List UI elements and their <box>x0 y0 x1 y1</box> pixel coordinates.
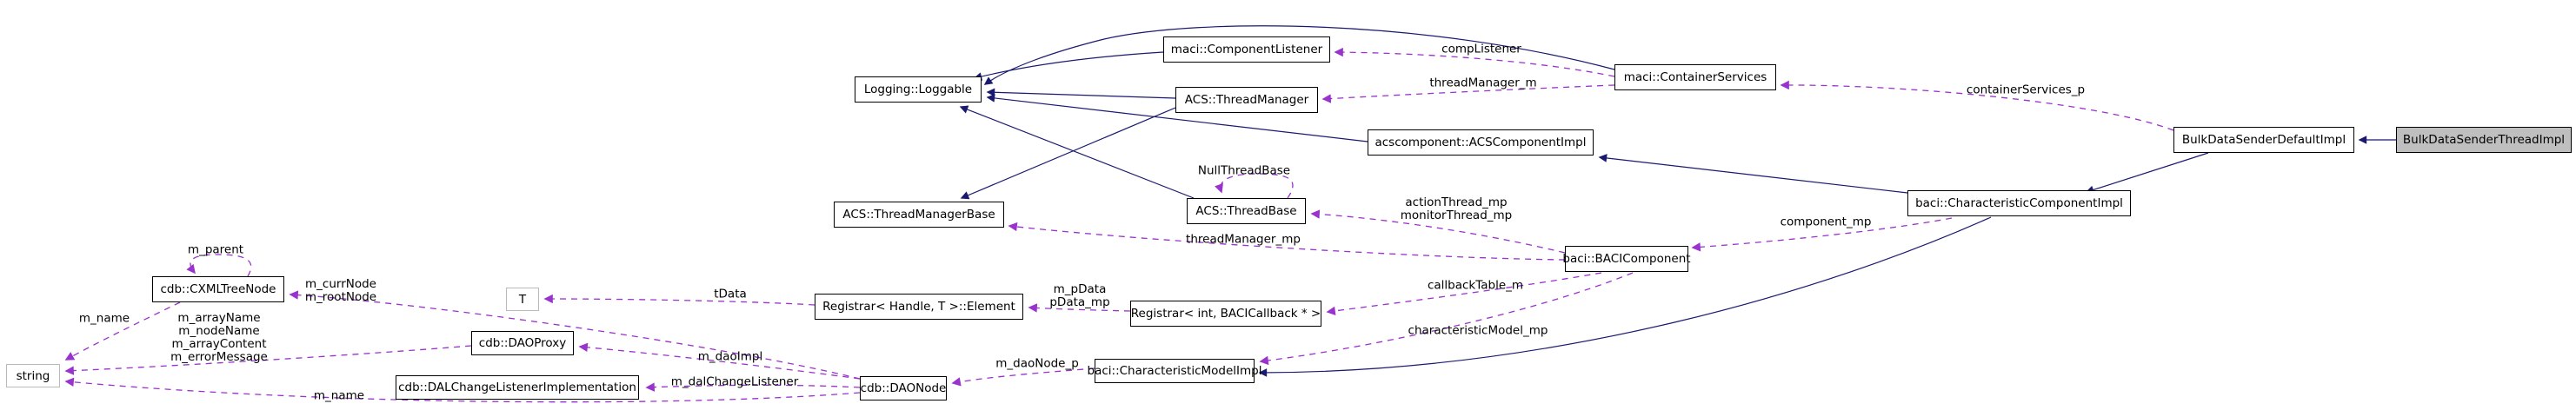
inheritance-edge-defaultimpl-characteristiccomponentimpl <box>2085 152 2209 195</box>
node-string: string <box>6 364 60 387</box>
edge-label-threadmanager-mp: threadManager_mp <box>1186 232 1301 247</box>
member-edge-mname-treenode-string <box>64 301 181 361</box>
member-edge-mname-daonode-string <box>64 377 861 403</box>
edge-label-threadmanager-m: threadManager_m <box>1429 76 1537 90</box>
member-edge-containerservices-p <box>1780 80 2174 131</box>
member-edge-characteristicmodel-mp <box>1259 272 1634 366</box>
edge-label-line: m_arrayContent <box>171 337 267 351</box>
node-acs-threadbase[interactable]: ACS::ThreadBase <box>1187 198 1306 224</box>
node-registrar-handle-t-element[interactable]: Registrar< Handle, T >::Element <box>815 294 1023 320</box>
node-baci-characteristicmodelimpl[interactable]: baci::CharacteristicModelImpl <box>1088 359 1262 383</box>
edge-label-mparent: m_parent <box>187 242 244 257</box>
node-baci-characteristiccomponentimpl[interactable]: baci::CharacteristicComponentImpl <box>1907 190 2131 216</box>
edge-label-mpdata-pdata: m_pData pData_mp <box>1049 283 1109 309</box>
edge-label-line: m_errorMessage <box>170 350 268 364</box>
edge-label-characteristicmodel-mp: characteristicModel_mp <box>1408 323 1548 338</box>
edge-label-tdata: tData <box>714 287 747 301</box>
inheritance-edge-threadbase-loggable <box>959 105 1195 199</box>
edge-label-actionthread-monitorthread: actionThread_mp monitorThread_mp <box>1401 196 1513 222</box>
member-edge-arrayname-string <box>64 345 472 375</box>
member-edge-threadmanager-mp <box>1008 222 1566 261</box>
member-edge-actionthread-monitorthread <box>1310 209 1566 254</box>
node-acscomponent-acscomponentimpl[interactable]: acscomponent::ACSComponentImpl <box>1368 129 1594 156</box>
member-edge-currnode-rootnode <box>289 290 861 380</box>
inheritance-edge-containerservices-loggable <box>983 25 1615 85</box>
node-cdb-cxmltreenode[interactable]: cdb::CXMLTreeNode <box>152 276 284 302</box>
edge-label-line: pData_mp <box>1049 295 1110 309</box>
node-bulkdatasenderthreadimpl: BulkDataSenderThreadImpl <box>2396 127 2572 153</box>
member-edge-mpdata-pdata-mp <box>1028 303 1131 313</box>
inheritance-edge-acscomponentimpl-loggable <box>986 94 1368 142</box>
edge-label-currnode-rootnode: m_currNode m_rootNode <box>305 278 376 304</box>
node-acs-threadmanager[interactable]: ACS::ThreadManager <box>1175 87 1318 113</box>
node-acs-threadmanagerbase[interactable]: ACS::ThreadManagerBase <box>834 202 1004 228</box>
inheritance-edge-threadmanager-loggable <box>986 88 1176 99</box>
node-cdb-daoproxy[interactable]: cdb::DAOProxy <box>471 331 574 355</box>
member-edge-mdaonode-p <box>951 367 1095 387</box>
member-edge-threadmanager-m <box>1321 84 1615 103</box>
edge-label-mdalchangelistener: m_dalChangeListener <box>670 374 799 389</box>
inheritance-edge-characteristiccomponentimpl-characteristicmodelimpl <box>1258 216 1992 377</box>
edge-label-line: m_pData <box>1053 282 1107 296</box>
inheritance-edge-componentlistener-loggable <box>973 51 1164 81</box>
node-cdb-daonode[interactable]: cdb::DAONode <box>860 376 947 400</box>
member-edge-mparent-selfloop <box>186 254 252 277</box>
node-baci-bacicomponent[interactable]: baci::BACIComponent <box>1562 246 1691 272</box>
edge-label-line: m_nodeName <box>178 324 260 338</box>
edge-label-line: monitorThread_mp <box>1400 208 1513 222</box>
member-edge-callbacktable-m <box>1326 272 1602 316</box>
node-maci-componentlistener[interactable]: maci::ComponentListener <box>1163 36 1330 63</box>
member-edge-mdalchangelistener <box>645 382 861 392</box>
edge-label-line: m_rootNode <box>304 290 377 304</box>
edge-label-mname-daonode: m_name <box>313 388 365 403</box>
member-edge-component-mp <box>1691 217 1953 252</box>
node-cdb-dalchangelistenerimplementation[interactable]: cdb::DALChangeListenerImplementation <box>396 375 639 400</box>
edge-label-mdaoimpl: m_daoImpl <box>697 349 763 364</box>
edge-label-component-mp: component_mp <box>1780 215 1872 229</box>
node-registrar-int-bacicallback[interactable]: Registrar< int, BACICallback * > <box>1130 301 1321 327</box>
inheritance-edge-characteristiccomponentimpl-acscomponentimpl <box>1598 154 1908 194</box>
member-edge-nullthreadbase-selfloop <box>1215 173 1294 199</box>
node-maci-containerservices[interactable]: maci::ContainerServices <box>1614 64 1776 90</box>
edge-label-line: m_currNode <box>305 277 376 291</box>
node-template-t: T <box>506 288 539 311</box>
edge-label-complistener: compListener <box>1441 42 1521 56</box>
edge-label-mname-treenode: m_name <box>78 311 130 326</box>
edge-label-mdaonode-p: m_daoNode_p <box>995 356 1079 371</box>
member-edge-tdata <box>543 294 815 306</box>
edge-label-callbacktable-m: callbackTable_m <box>1427 278 1524 293</box>
edge-label-arrayname-block: m_arrayName m_nodeName m_arrayContent m_… <box>170 312 268 364</box>
edge-label-nullthreadbase: NullThreadBase <box>1197 163 1291 178</box>
node-bulkdatasenderdefaultimpl[interactable]: BulkDataSenderDefaultImpl <box>2173 127 2354 153</box>
inheritance-edge-threadmanager-threadmanagerbase <box>960 107 1176 200</box>
edge-label-line: actionThread_mp <box>1405 195 1508 209</box>
edge-label-containerservices-p: containerServices_p <box>1966 83 2086 97</box>
node-logging-loggable[interactable]: Logging::Loggable <box>855 76 982 103</box>
edge-label-line: m_arrayName <box>177 311 261 325</box>
